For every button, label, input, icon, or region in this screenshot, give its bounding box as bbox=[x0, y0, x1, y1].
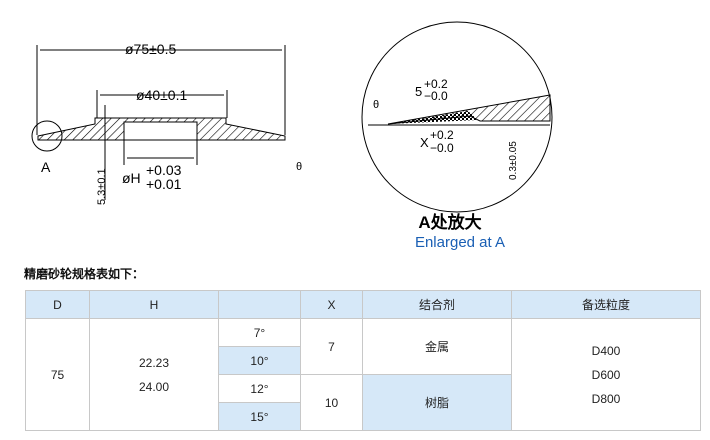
header-grit: 备选粒度 bbox=[511, 290, 701, 319]
wheel-drawing: ø75±0.5 ø40±0.1 øH +0.03 +0.01 5.3±0.1 A… bbox=[31, 21, 553, 213]
detail-thickness: 0.3±0.05 bbox=[508, 141, 519, 180]
detail-theta: θ bbox=[373, 99, 379, 111]
dim-outer: ø75±0.5 bbox=[125, 41, 176, 57]
table-title: 精磨砂轮规格表如下： bbox=[24, 267, 145, 281]
grit-value: D600 bbox=[591, 367, 621, 382]
tol-minus-x: −0.0 bbox=[430, 141, 454, 155]
table-row: 12° 10 树脂 bbox=[26, 374, 701, 431]
cell-angle: 10° bbox=[218, 346, 301, 375]
tol-minus: −0.0 bbox=[424, 89, 448, 103]
caption-cn: A处放大 bbox=[418, 213, 482, 232]
header-x: X bbox=[300, 290, 363, 319]
cell-x: 10 bbox=[300, 374, 363, 431]
header-d: D bbox=[25, 290, 90, 319]
h-value: 22.23 bbox=[138, 355, 170, 370]
cell-x: 7 bbox=[300, 318, 363, 375]
detail-five: 5 bbox=[415, 84, 422, 99]
table-row: 10° bbox=[26, 346, 701, 375]
header-bond: 结合剂 bbox=[362, 290, 512, 319]
cell-angle: 12° bbox=[218, 374, 301, 403]
cell-bond: 金属 bbox=[362, 318, 512, 375]
tol-plus: +0.2 bbox=[424, 77, 448, 91]
cell-angle: 15° bbox=[218, 402, 301, 431]
dim-inner: ø40±0.1 bbox=[136, 87, 187, 103]
cell-d: 75 bbox=[25, 318, 90, 431]
spec-table: D H X 结合剂 备选粒度 75 22.23 24.00 7° 7 金属 D40… bbox=[25, 290, 701, 431]
grit-value: D800 bbox=[591, 391, 621, 406]
header-angle bbox=[218, 290, 301, 319]
header-row: D H X 结合剂 备选粒度 bbox=[25, 290, 701, 319]
theta-label: θ bbox=[296, 161, 302, 173]
cell-h: 22.23 24.00 bbox=[89, 318, 219, 431]
dim-bore: øH bbox=[122, 170, 141, 186]
tol-plus-x: +0.2 bbox=[430, 128, 454, 142]
label-a: A bbox=[41, 159, 51, 175]
bore-tol-minus: +0.01 bbox=[146, 176, 182, 192]
cell-bond: 树脂 bbox=[362, 374, 512, 431]
cell-angle: 7° bbox=[218, 318, 301, 347]
h-value: 24.00 bbox=[138, 379, 170, 394]
header-h: H bbox=[89, 290, 219, 319]
bore-tol-plus: +0.03 bbox=[146, 162, 182, 178]
detail-x: X bbox=[420, 135, 429, 150]
grit-value: D400 bbox=[591, 343, 621, 358]
caption-en: Enlarged at A bbox=[414, 234, 506, 251]
dim-thickness: 5.3±0.1 bbox=[96, 168, 108, 205]
table-row: 15° bbox=[26, 402, 701, 431]
detail-circle bbox=[361, 21, 553, 213]
